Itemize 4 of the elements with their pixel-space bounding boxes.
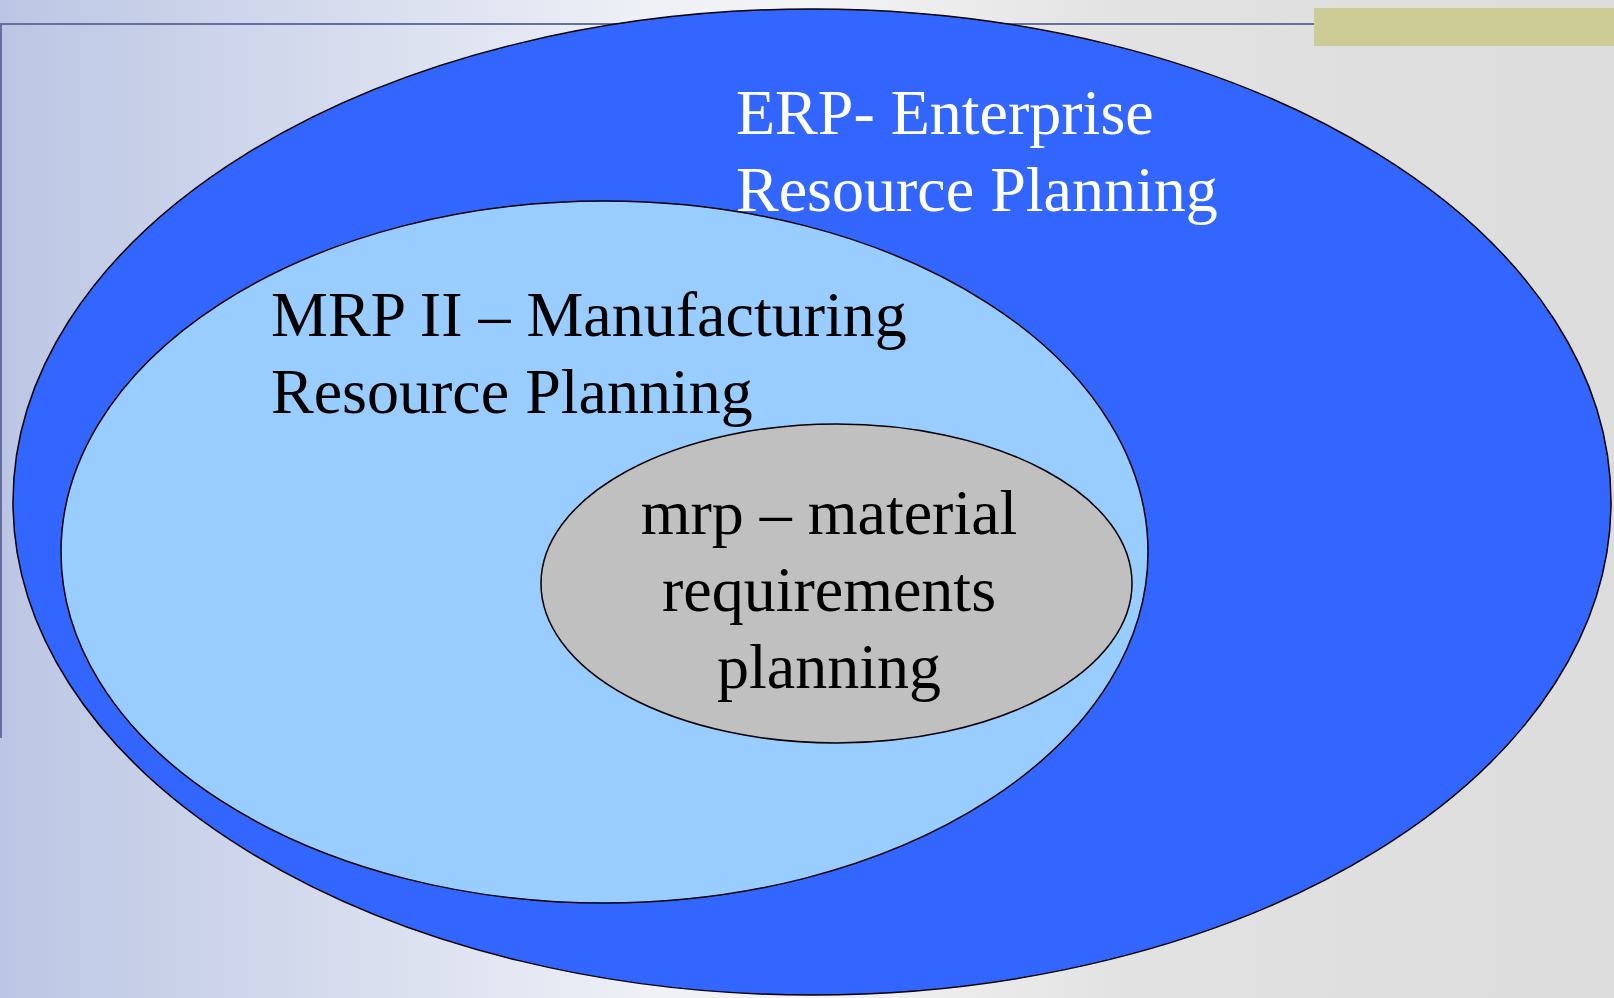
ellipse-label: mrp – material requirements planning <box>639 476 1019 704</box>
ellipse-label: ERP- Enterprise Resource Planning <box>736 76 1219 227</box>
ellipse-label: MRP II – Manufacturing Resource Planning <box>271 278 908 429</box>
ellipse <box>12 8 1612 996</box>
